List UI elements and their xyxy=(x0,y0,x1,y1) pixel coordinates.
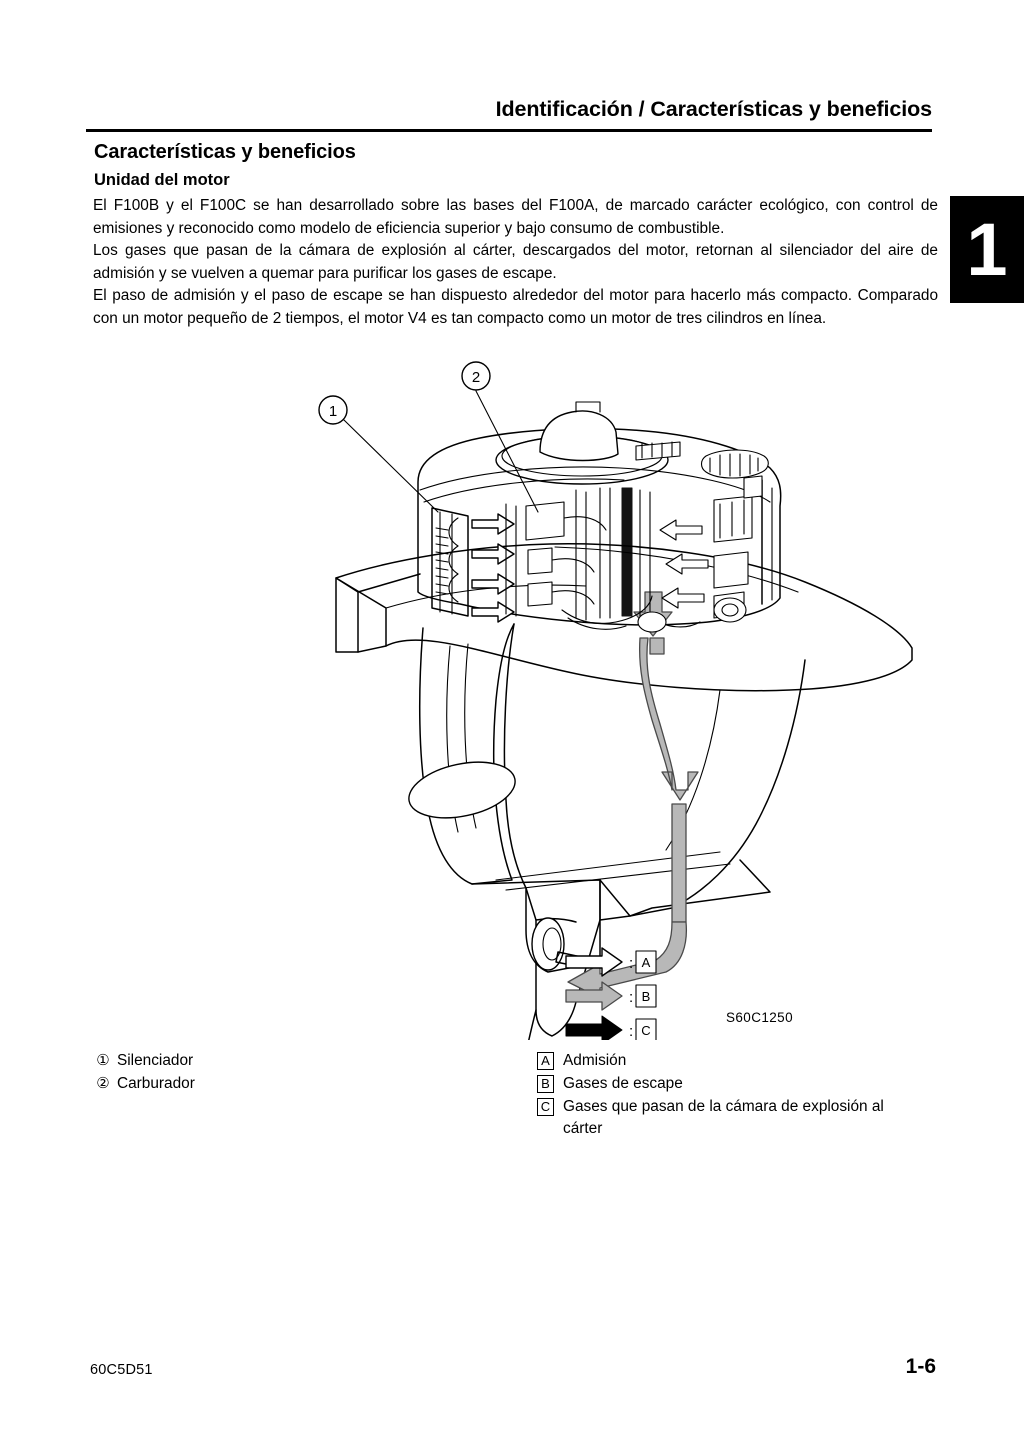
legend-item: A Admisión xyxy=(537,1050,937,1072)
header-divider xyxy=(86,129,932,132)
legend-label: Gases de escape xyxy=(563,1075,683,1092)
circled-number-2-marker: ② xyxy=(96,1075,110,1092)
footer-page-number: 1-6 xyxy=(905,1355,936,1378)
svg-text::: : xyxy=(629,989,633,1006)
paragraph-3: El paso de admisión y el paso de escape … xyxy=(93,287,938,327)
legend-flow-key: A Admisión B Gases de escape C Gases que… xyxy=(537,1050,937,1141)
page-title: Características y beneficios xyxy=(94,141,356,163)
chapter-tab-marker: 1 xyxy=(950,196,1024,303)
body-copy: El F100B y el F100C se han desarrollado … xyxy=(93,195,938,330)
boxed-letter-a-marker: A xyxy=(537,1052,554,1070)
outboard-motor-diagram: .ln { fill:none; stroke:#000; stroke-wid… xyxy=(300,360,1000,1040)
legend-label-line-1: Gases que pasan de la cámara de explosió… xyxy=(563,1098,884,1115)
legend-label-line-2: cárter xyxy=(563,1120,603,1137)
paragraph-1: El F100B y el F100C se han desarrollado … xyxy=(93,197,938,237)
legend-label: Silenciador xyxy=(117,1052,194,1069)
header-title: Identificación / Características y benef… xyxy=(495,97,933,121)
legend-item: C Gases que pasan de la cámara de explos… xyxy=(537,1096,937,1140)
section-subtitle: Unidad del motor xyxy=(94,171,230,189)
figure-code: S60C1250 xyxy=(726,1010,794,1025)
paragraph-2: Los gases que pasan de la cámara de expl… xyxy=(93,242,938,282)
footer-document-code: 60C5D51 xyxy=(90,1362,153,1378)
boxed-letter-c-marker: C xyxy=(537,1098,554,1116)
legend-item: B Gases de escape xyxy=(537,1073,937,1095)
legend-item: ① Silenciador xyxy=(93,1050,493,1072)
boxed-letter-b-marker: B xyxy=(537,1075,554,1093)
svg-text:C: C xyxy=(641,1023,650,1038)
legend-item: ② Carburador xyxy=(93,1073,493,1095)
page-header: Identificación / Características y benef… xyxy=(86,97,933,122)
legend-numbered-callouts: ① Silenciador ② Carburador xyxy=(93,1050,493,1096)
legend-label: Gases que pasan de la cámara de explosió… xyxy=(559,1096,937,1140)
legend-label: Carburador xyxy=(117,1075,195,1092)
svg-text:1: 1 xyxy=(329,403,337,420)
svg-text:2: 2 xyxy=(472,369,480,386)
svg-text:B: B xyxy=(642,989,651,1004)
svg-text::: : xyxy=(629,1023,633,1040)
circled-number-1-marker: ① xyxy=(96,1052,110,1069)
svg-text:A: A xyxy=(642,955,651,970)
legend-label: Admisión xyxy=(563,1052,627,1069)
svg-text::: : xyxy=(629,955,633,972)
